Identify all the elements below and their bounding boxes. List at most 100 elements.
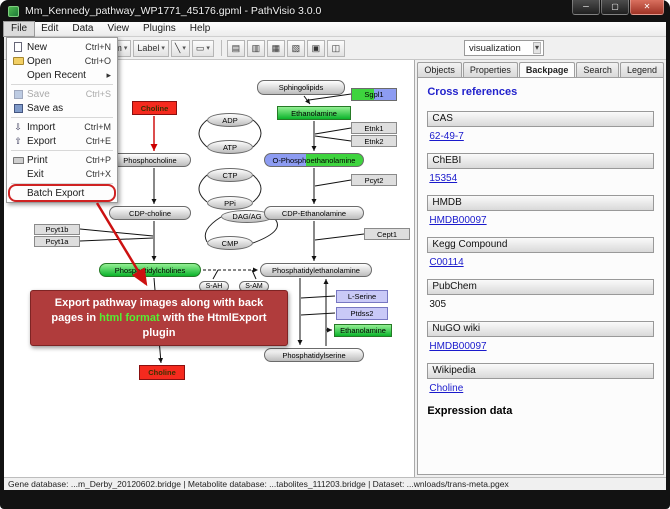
pathway-node[interactable]: Phosphatidylethanolamine <box>260 263 372 277</box>
common-height-button[interactable]: ◫ <box>326 39 345 57</box>
menu-data[interactable]: Data <box>72 23 94 34</box>
nugo-link[interactable]: HMDB00097 <box>429 341 487 352</box>
new-shape-button[interactable]: ▭ ▾ <box>191 39 214 57</box>
pathway-node[interactable]: Cept1 <box>364 228 410 240</box>
menu-view[interactable]: View <box>107 23 129 34</box>
file-menu-import[interactable]: ⇩ Import Ctrl+M <box>7 120 117 134</box>
open-folder-icon <box>11 57 25 65</box>
pathway-node[interactable]: Phosphatidylcholines <box>99 263 201 277</box>
pathway-node[interactable]: CTP <box>207 168 253 182</box>
align-horizontal-button[interactable]: ▤ <box>226 39 245 57</box>
pathway-node[interactable]: Pcyt1a <box>34 236 80 247</box>
align-left-icon: ▦ <box>271 42 281 53</box>
new-line-button[interactable]: ╲ ▾ <box>170 39 190 57</box>
section-header-pubchem: PubChem <box>427 279 654 295</box>
menu-edit[interactable]: Edit <box>41 23 59 34</box>
file-menu-print[interactable]: Print Ctrl+P <box>7 153 117 167</box>
annotation-text: with the HtmlExport plugin <box>142 312 267 339</box>
chevron-down-icon: ▾ <box>123 45 128 52</box>
pathway-node[interactable]: CMP <box>207 236 253 250</box>
visualization-combobox[interactable]: visualization ▾ <box>464 40 544 56</box>
file-menu-exit[interactable]: Exit Ctrl+X <box>27 168 111 180</box>
title-bar: Mm_Kennedy_pathway_WP1771_45176.gpml - P… <box>0 0 670 22</box>
tab-legend[interactable]: Legend <box>619 62 664 77</box>
file-menu-export[interactable]: ⇧ Export Ctrl+E <box>7 134 117 148</box>
align-horizontal-icon: ▤ <box>231 42 241 53</box>
pathway-node[interactable]: Ptdss2 <box>336 307 388 320</box>
pathway-node[interactable]: Sphingolipids <box>257 80 345 95</box>
tab-search[interactable]: Search <box>576 62 619 77</box>
common-width-icon: ▣ <box>311 42 321 53</box>
menu-file[interactable]: File <box>2 21 36 37</box>
align-top-button[interactable]: ▧ <box>286 39 305 57</box>
menu-separator <box>11 117 113 118</box>
pathway-node[interactable]: O-Phosphoethanolamine <box>264 153 364 167</box>
backpage-panel: Cross references CAS 62-49-7 ChEBI 15354… <box>417 77 664 475</box>
pathway-node[interactable]: Phosphocholine <box>109 153 191 167</box>
section-header-chebi: ChEBI <box>427 153 654 169</box>
pathway-node[interactable]: ATP <box>207 140 253 154</box>
pathway-node[interactable]: Choline <box>132 101 177 115</box>
pathway-canvas[interactable]: Sphingolipids Sgpl1 Choline Ethanolamine… <box>4 60 416 477</box>
new-file-icon <box>11 42 25 52</box>
align-vertical-button[interactable]: ▥ <box>246 39 265 57</box>
hmdb-link[interactable]: HMDB00097 <box>429 215 487 226</box>
pathway-node-selected[interactable]: Choline <box>139 365 185 380</box>
kegg-link[interactable]: C00114 <box>429 257 464 268</box>
minimize-button[interactable]: ─ <box>572 0 600 15</box>
pathway-node[interactable]: PPi <box>207 196 253 210</box>
common-width-button[interactable]: ▣ <box>306 39 325 57</box>
pubchem-value: 305 <box>429 299 447 310</box>
file-menu-open[interactable]: Open Ctrl+O <box>7 54 117 68</box>
pathway-node[interactable]: Ethanolamine <box>277 106 351 120</box>
new-label-button[interactable]: Label ▾ <box>133 39 169 57</box>
file-menu-save-as[interactable]: Save as <box>7 101 117 115</box>
app-icon <box>8 5 19 17</box>
tab-objects[interactable]: Objects <box>417 62 462 77</box>
section-header-wikipedia: Wikipedia <box>427 363 654 379</box>
pathway-node[interactable]: Ethanolamine <box>334 324 392 337</box>
wikipedia-link[interactable]: Choline <box>429 383 464 394</box>
menu-help[interactable]: Help <box>189 23 211 34</box>
save-disk-icon <box>11 89 25 99</box>
section-header-kegg: Kegg Compound <box>427 237 654 253</box>
pathway-node[interactable]: Etnk2 <box>351 135 397 147</box>
file-menu-popup: New Ctrl+N Open Ctrl+O Open Recent ▸ Sav… <box>6 37 118 203</box>
pathway-node[interactable]: Etnk1 <box>351 122 397 134</box>
shape-tool-icon: ▭ <box>195 42 205 53</box>
cas-link[interactable]: 62-49-7 <box>429 131 464 142</box>
section-header-cas: CAS <box>427 111 654 127</box>
align-left-button[interactable]: ▦ <box>266 39 285 57</box>
pathway-node[interactable]: Sgpl1 <box>351 88 397 101</box>
tab-backpage[interactable]: Backpage <box>518 62 576 77</box>
file-menu-batch-export[interactable]: Batch Export <box>7 184 117 202</box>
file-menu-save[interactable]: Save Ctrl+S <box>7 87 117 101</box>
menu-bar: File Edit Data View Plugins Help <box>2 21 666 37</box>
maximize-button[interactable]: ▢ <box>601 0 629 15</box>
print-icon <box>11 156 25 164</box>
pathway-node[interactable]: ADP <box>207 113 253 127</box>
menu-separator <box>11 84 113 85</box>
menu-separator <box>11 183 113 184</box>
pathway-node[interactable]: CDP-choline <box>109 206 191 220</box>
chevron-down-icon: ▾ <box>182 45 186 52</box>
pathway-node[interactable]: Phosphatidylserine <box>264 348 364 362</box>
tab-properties[interactable]: Properties <box>462 62 518 77</box>
annotation-callout: Export pathway images along with back pa… <box>30 290 288 346</box>
pathway-node[interactable]: Pcyt1b <box>34 224 80 235</box>
menu-plugins[interactable]: Plugins <box>142 23 176 34</box>
cross-references-title: Cross references <box>427 86 518 98</box>
pathway-node[interactable]: CDP-Ethanolamine <box>264 206 364 220</box>
pathway-node[interactable]: Pcyt2 <box>351 174 397 186</box>
file-menu-open-recent[interactable]: Open Recent ▸ <box>27 69 111 81</box>
pathway-node[interactable]: L-Serine <box>336 290 388 303</box>
save-as-disk-icon <box>11 103 25 113</box>
menu-separator <box>11 150 113 151</box>
chebi-link[interactable]: 15354 <box>429 173 458 184</box>
side-panel-tabs: Objects Properties Backpage Search Legen… <box>415 60 666 77</box>
close-button[interactable]: ✕ <box>630 0 664 15</box>
status-text: Gene database: ...m_Derby_20120602.bridg… <box>8 479 509 489</box>
file-menu-new[interactable]: New Ctrl+N <box>7 40 117 54</box>
align-top-icon: ▧ <box>291 42 301 53</box>
